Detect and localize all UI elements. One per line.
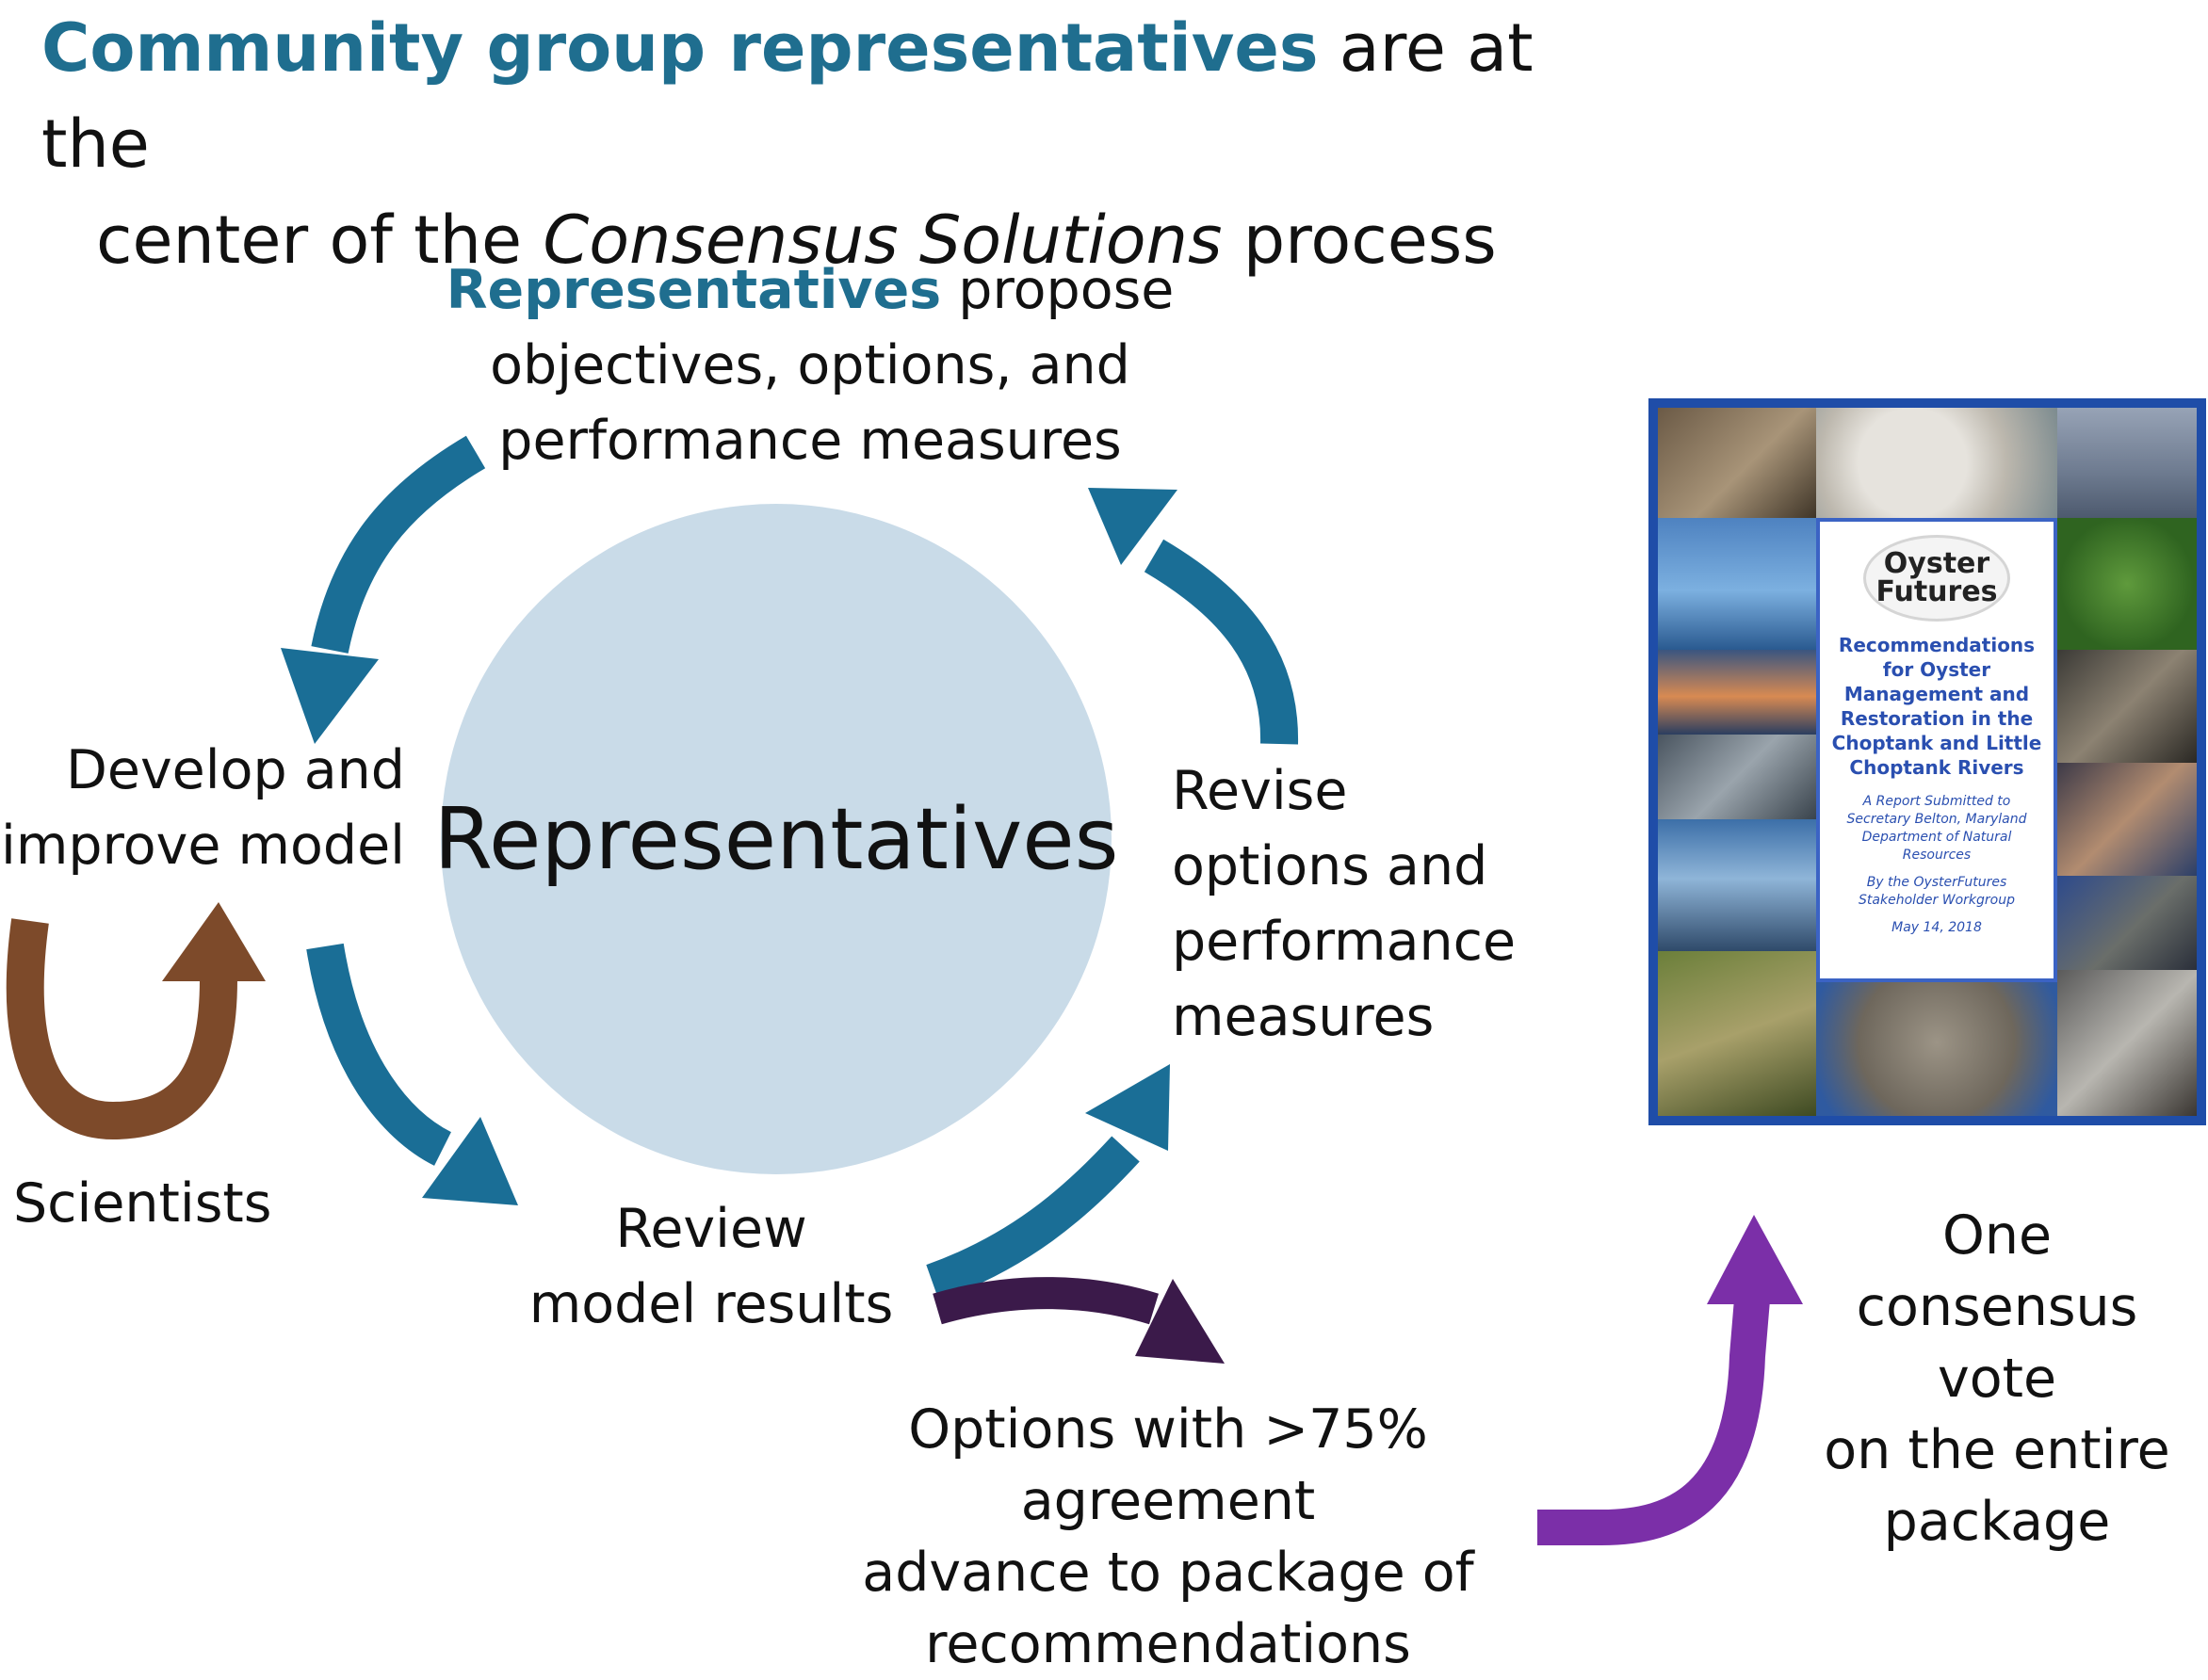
report-title-card: Oyster Futures Recommendations for Oyste… — [1816, 518, 2057, 982]
title-highlight: Community group representatives — [41, 9, 1319, 87]
process-arrows — [6, 435, 1803, 1545]
photo-students — [2057, 763, 2197, 876]
label-develop-line2: improve model — [0, 815, 405, 877]
photo-underwater — [1658, 951, 1816, 1116]
arrow-develop-to-review-head — [422, 1117, 518, 1205]
report-date: May 14, 2018 — [1891, 920, 1982, 935]
photo-oyster-basket — [1816, 982, 2057, 1116]
report-cover: Oyster Futures Recommendations for Oyste… — [1648, 398, 2206, 1125]
page-title: Community group representatives are at t… — [41, 0, 1643, 288]
report-submitted: A Report Submitted to Secretary Belton, … — [1846, 794, 2027, 863]
label-develop: Develop and improve model — [0, 733, 405, 883]
label-options-line1: Options with >75% agreement — [908, 1398, 1428, 1532]
label-vote-line5: package — [1883, 1491, 2111, 1553]
arrow-review-to-revise-head — [1085, 1064, 1170, 1151]
title-part2: are at the — [41, 9, 1534, 183]
photo-gloved-hands — [2057, 876, 2197, 970]
arrow-scientists-loop — [6, 918, 237, 1140]
photo-collage: Oyster Futures Recommendations for Oyste… — [1658, 408, 2197, 1116]
photo-sunset — [1658, 650, 1816, 735]
label-options-line2: advance to package of — [862, 1542, 1474, 1604]
label-revise: Revise options and performance measures — [1172, 753, 1516, 1055]
label-vote-line1: One — [1941, 1204, 2053, 1267]
photo-boat-water — [2057, 408, 2197, 518]
logo-line2: Futures — [1875, 575, 1998, 608]
arrow-options-to-report — [1537, 1298, 1770, 1545]
label-vote-line3: vote — [1937, 1348, 2057, 1410]
label-vote: One consensus vote on the entire package — [1790, 1200, 2204, 1558]
report-title: Recommendations for Oyster Management an… — [1831, 634, 2042, 779]
label-propose-line3: performance measures — [498, 410, 1122, 472]
photo-oyster-pile — [1658, 408, 1816, 518]
hub-label: Representatives — [433, 789, 1119, 889]
oysterfutures-logo: Oyster Futures — [1863, 535, 2010, 622]
arrow-revise-to-propose — [1144, 539, 1299, 745]
photo-oyster-knife — [2057, 970, 2197, 1116]
arrow-propose-to-develop-head — [281, 648, 379, 744]
label-review-line1: Review — [615, 1198, 807, 1260]
title-line2-italic: Consensus Solutions — [543, 202, 1223, 279]
title-line2-suffix: process — [1222, 202, 1497, 279]
label-develop-line1: Develop and — [65, 739, 405, 801]
label-propose: Representatives propose objectives, opti… — [443, 252, 1177, 478]
label-review: Review model results — [509, 1191, 914, 1342]
label-revise-line1: Revise — [1172, 760, 1348, 822]
arrow-review-to-options-head — [1135, 1279, 1225, 1364]
photo-grass — [2057, 518, 2197, 650]
photo-harbor — [1658, 819, 1816, 951]
arrow-propose-to-develop — [311, 435, 486, 654]
arrow-review-to-revise — [926, 1136, 1140, 1300]
photo-skipjack — [1658, 518, 1816, 650]
arrow-scientists-loop-head — [162, 902, 266, 981]
label-options: Options with >75% agreement advance to p… — [772, 1394, 1564, 1680]
arrow-develop-to-review — [306, 943, 452, 1166]
label-revise-line4: measures — [1172, 986, 1435, 1048]
label-vote-line4: on the entire — [1824, 1419, 2170, 1481]
label-propose-line2: objectives, options, and — [490, 334, 1130, 396]
logo-line1: Oyster — [1883, 547, 1990, 580]
photo-shucked-oysters — [1816, 408, 2057, 518]
label-scientists: Scientists — [13, 1172, 272, 1235]
report-by: By the OysterFutures Stakeholder Workgro… — [1859, 875, 2015, 908]
photo-dredge — [2057, 650, 2197, 763]
title-line2-prefix: center of the — [96, 202, 544, 279]
label-review-line2: model results — [528, 1273, 894, 1335]
label-revise-line2: options and — [1172, 835, 1488, 897]
arrow-options-to-report-head — [1707, 1215, 1803, 1304]
label-revise-line3: performance — [1172, 911, 1517, 973]
arrow-revise-to-propose-head — [1088, 488, 1177, 565]
label-propose-highlight: Representatives — [446, 259, 942, 321]
representatives-hub: Representatives — [434, 504, 1118, 1174]
label-options-line3: recommendations — [925, 1613, 1411, 1675]
arrow-review-to-options — [933, 1277, 1159, 1325]
label-vote-line2: consensus — [1856, 1276, 2138, 1338]
photo-workers — [1658, 735, 1816, 819]
label-propose-rest: propose — [941, 259, 1175, 321]
